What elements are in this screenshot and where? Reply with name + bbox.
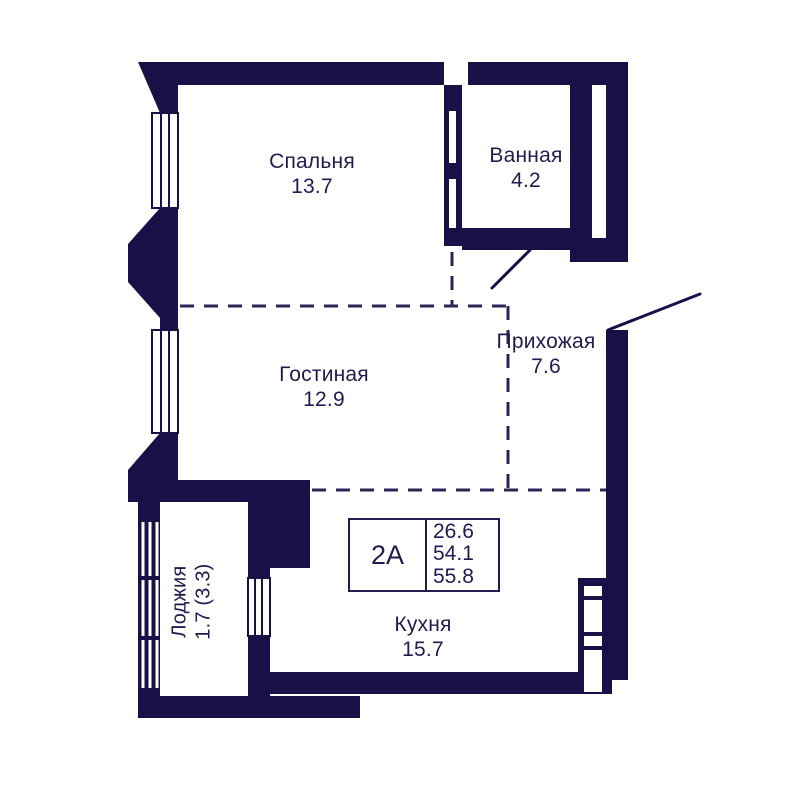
window-living-left[interactable]	[151, 329, 179, 434]
window-right-slot-2	[584, 600, 602, 632]
room-area-kitchen: 15.7	[402, 637, 444, 661]
room-label-bathroom: Ванная 4.2	[446, 144, 606, 194]
door-line-group	[250, 248, 702, 566]
area-living-total: 26.6	[433, 519, 474, 543]
zone-divider-group	[180, 252, 606, 492]
room-area-living-room: 12.9	[303, 387, 345, 411]
room-label-hallway: Прихожая 7.6	[466, 330, 626, 380]
room-name-bedroom: Спальня	[269, 150, 355, 173]
door-swing-bathroom	[490, 248, 532, 290]
window-right-slot-3	[584, 636, 602, 646]
room-area-bathroom: 4.2	[511, 168, 541, 192]
area-grand-total: 55.8	[433, 564, 474, 588]
room-name-hallway: Прихожая	[496, 330, 596, 353]
window-loggia-door[interactable]	[247, 577, 271, 637]
wall-right-window-block-top	[578, 578, 606, 586]
wall-right-upper-foot2	[594, 238, 628, 262]
wall-right-main	[606, 330, 628, 680]
window-bathroom-slot-1	[449, 111, 456, 163]
room-name-loggia: Лоджия	[168, 565, 191, 638]
wall-top-left	[138, 62, 398, 85]
room-area-bedroom: 13.7	[291, 174, 333, 198]
apartment-info-box: 2A 26.6 54.1 55.8	[348, 518, 500, 592]
window-right-slot-4	[584, 650, 602, 692]
window-right-slot-1	[584, 586, 602, 596]
room-label-loggia-rotated: Лоджия 1.7 (3.3)	[168, 563, 215, 639]
wall-bathroom-right	[570, 85, 592, 238]
wall-bathroom-left-jamb	[456, 85, 462, 246]
wall-right-upper	[606, 62, 628, 238]
room-name-living-room: Гостиная	[279, 363, 369, 386]
room-label-loggia: Лоджия 1.7 (3.3)	[112, 563, 272, 639]
area-usable-total: 54.1	[433, 542, 474, 566]
window-bedroom-left[interactable]	[151, 112, 179, 209]
wall-top-notch	[398, 62, 444, 85]
apartment-code: 2A	[370, 539, 405, 570]
room-label-kitchen: Кухня 15.7	[338, 613, 508, 663]
apartment-areas: 26.6 54.1 55.8	[425, 520, 480, 590]
door-swing-kitchen	[250, 510, 294, 566]
door-swing-entry	[606, 292, 702, 332]
room-area-loggia: 1.7 (3.3)	[191, 563, 214, 640]
room-label-living-room: Гостиная 12.9	[234, 363, 414, 413]
wall-left-mid-vertical	[160, 318, 178, 330]
wall-bathroom-bottom	[462, 228, 592, 250]
wall-left-upper-vertical	[160, 62, 178, 113]
window-bathroom-slot-2	[449, 179, 456, 228]
wall-bathroom-left-jamb-outer	[444, 85, 449, 246]
wall-kitchen-bottom	[270, 672, 612, 694]
wall-top-right	[468, 62, 628, 85]
wall-bay-middle	[128, 208, 178, 318]
room-name-kitchen: Кухня	[394, 613, 452, 636]
room-area-hallway: 7.6	[531, 354, 561, 378]
window-group	[139, 111, 602, 692]
room-name-bathroom: Ванная	[489, 144, 563, 167]
room-label-bedroom: Спальня 13.7	[222, 150, 402, 200]
